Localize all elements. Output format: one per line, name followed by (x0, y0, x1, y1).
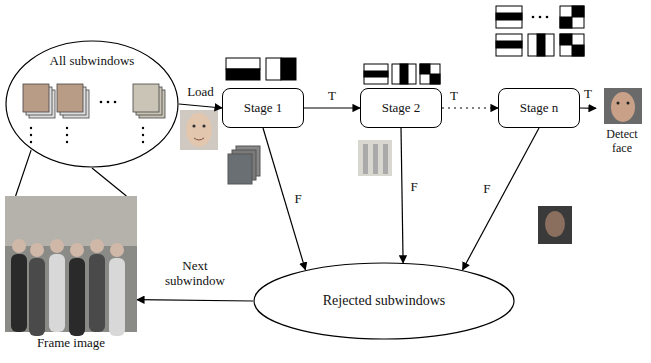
connector-arrow (263, 128, 305, 270)
haar-features (226, 6, 584, 84)
connector-arrow (179, 104, 222, 108)
detected-face: Detect face (596, 86, 648, 158)
node-label: Stage 2 (382, 101, 421, 116)
edge-label: Next subwindow (157, 259, 233, 289)
stage-box: Stage 2 (360, 88, 442, 128)
ellipsis-dots (532, 16, 549, 19)
face-sample (180, 110, 218, 150)
connector-arrow (442, 107, 498, 108)
edge-label: T (326, 89, 338, 104)
connector-arrow (401, 128, 403, 263)
node-label: Detect face (596, 128, 648, 156)
subwindow-pool: All subwindows (5, 40, 179, 168)
edge-label: T (448, 89, 460, 104)
edge-label: F (481, 181, 492, 196)
stage-box: Stage 1 (222, 88, 304, 128)
frame-image: Frame image (5, 196, 137, 358)
connector-arrow (580, 107, 596, 109)
picture (5, 196, 137, 358)
rejected-samples (228, 140, 572, 244)
connector-arrow (137, 300, 253, 301)
edge-label: F (408, 180, 419, 195)
connector-arrow (463, 128, 539, 270)
edge-label: T (582, 87, 594, 102)
edge-label: F (293, 191, 304, 206)
rejected-pool: Rejected subwindows (253, 262, 515, 340)
edge-label: Load (185, 85, 216, 100)
node-label: Frame image (5, 336, 137, 351)
node-label: Rejected subwindows (253, 293, 515, 309)
node-label: Stage n (520, 101, 559, 116)
connector-arrow (304, 107, 360, 108)
node-label: All subwindows (5, 54, 179, 69)
node-label: Stage 1 (244, 101, 283, 116)
stage-box: Stage n (498, 88, 580, 128)
